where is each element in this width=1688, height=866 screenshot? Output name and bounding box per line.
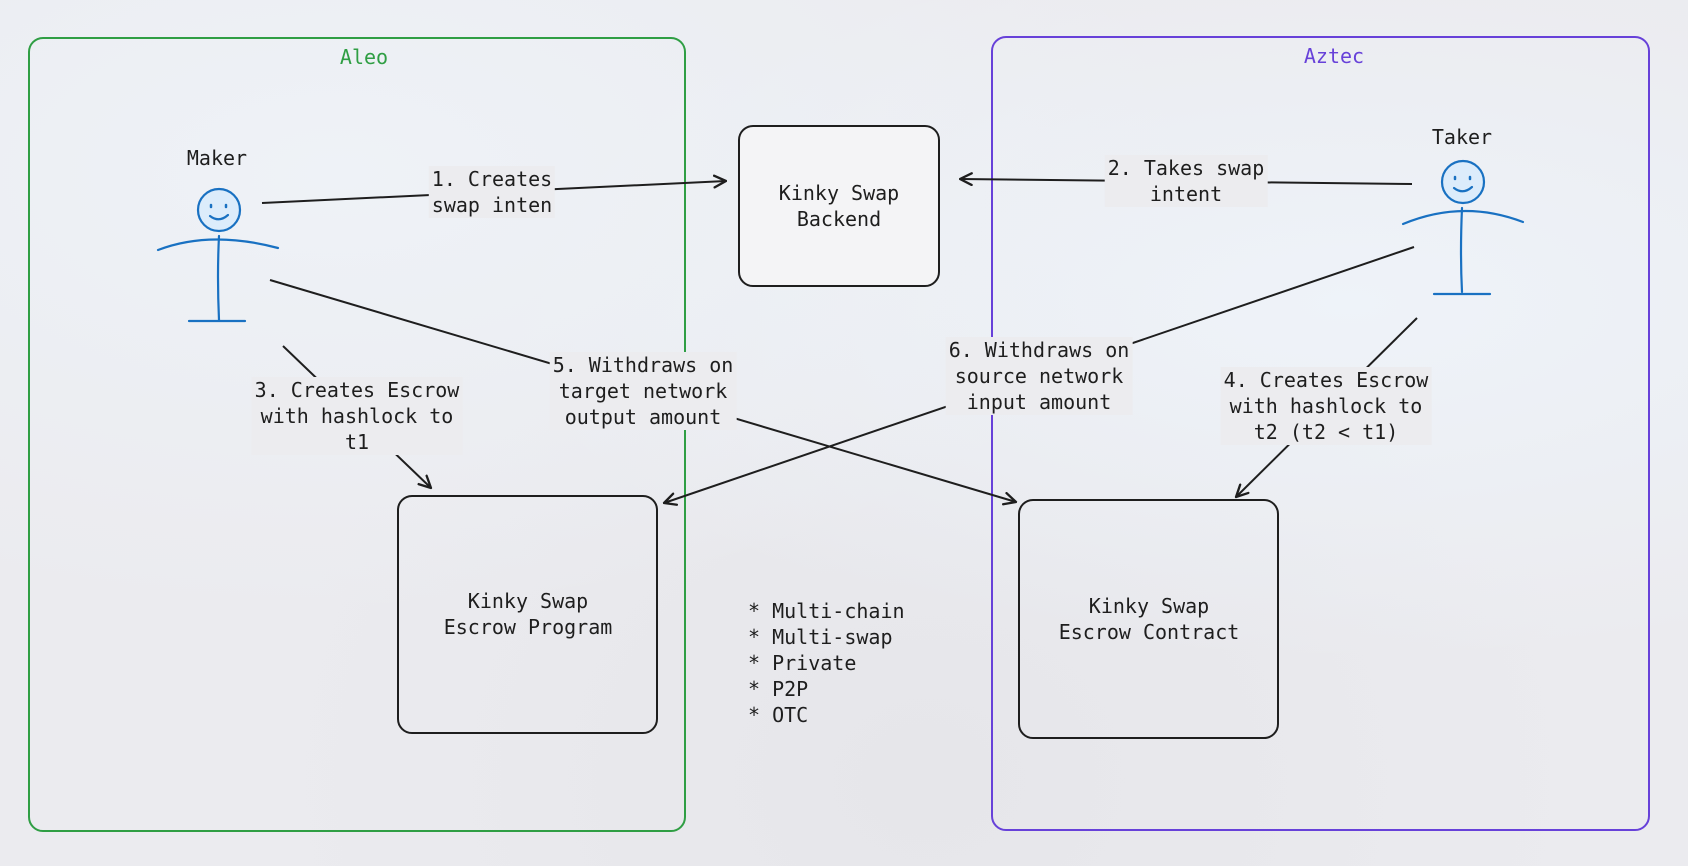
aleo-group-label: Aleo [339, 45, 389, 69]
taker-figure[interactable] [1401, 159, 1525, 296]
escrow-contract-label: Kinky Swap Escrow Contract [1058, 594, 1240, 644]
step6-label: 6. Withdraws on source network input amo… [945, 337, 1133, 415]
aleo-group-frame[interactable] [28, 37, 686, 832]
taker-label: Taker [1431, 125, 1493, 149]
step4-label: 4. Creates Escrow with hashlock to t2 (t… [1220, 367, 1432, 445]
step3-label: 3. Creates Escrow with hashlock to t1 [251, 377, 463, 455]
aztec-group-frame[interactable] [991, 36, 1650, 831]
step2-label: 2. Takes swap intent [1104, 155, 1268, 207]
feature-notes: * Multi-chain * Multi-swap * Private * P… [748, 599, 905, 727]
maker-label: Maker [186, 146, 248, 170]
step5-label: 5. Withdraws on target network output am… [549, 352, 737, 430]
maker-head [196, 187, 242, 233]
taker-head [1440, 159, 1486, 205]
aztec-group-label: Aztec [1303, 44, 1365, 68]
escrow-program-box[interactable] [397, 495, 658, 734]
backend-box-label: Kinky Swap Backend [778, 181, 900, 231]
step1-label: 1. Creates swap inten [428, 166, 556, 218]
maker-figure[interactable] [156, 187, 280, 323]
escrow-program-label: Kinky Swap Escrow Program [443, 589, 613, 639]
escrow-contract-box[interactable] [1018, 499, 1279, 739]
backend-box[interactable] [738, 125, 940, 287]
